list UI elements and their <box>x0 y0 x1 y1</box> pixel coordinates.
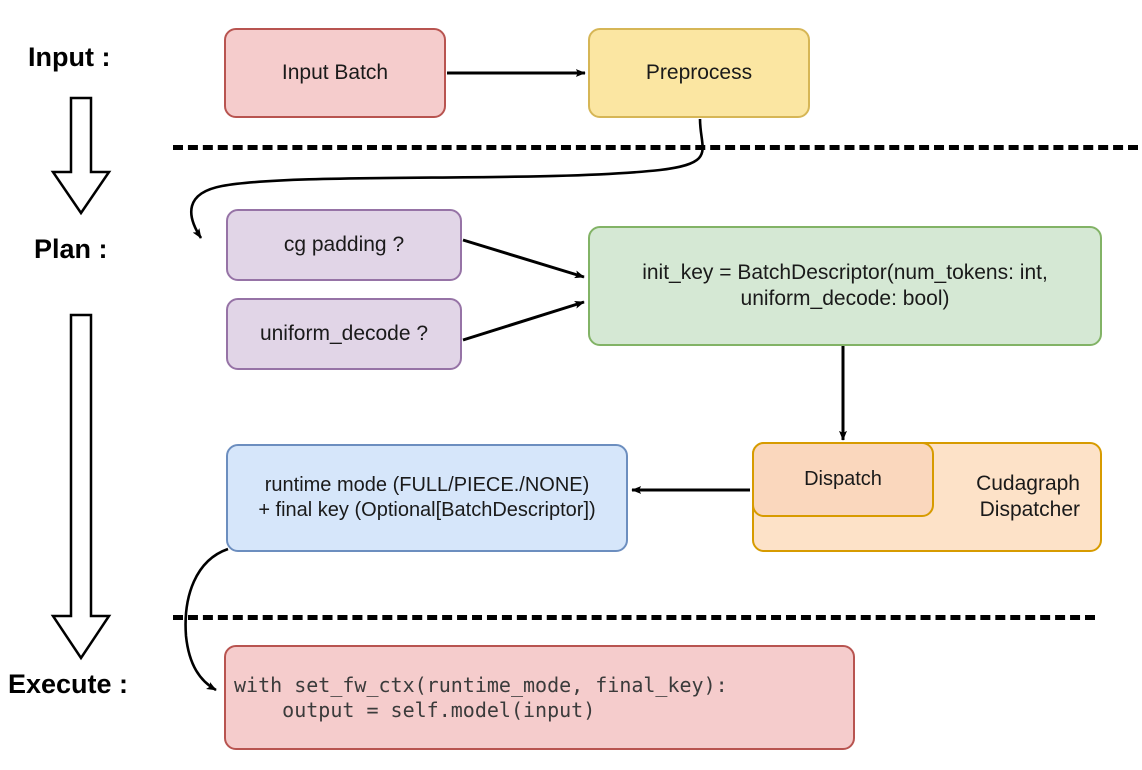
node-runtime-mode-line1: runtime mode (FULL/PIECE./NONE) <box>264 474 590 496</box>
code-line-2: output = self.model(input) <box>234 697 596 722</box>
node-input-batch[interactable]: Input Batch <box>224 28 446 118</box>
node-init-key-line2: uniform_decode: bool) <box>740 287 950 310</box>
node-input-batch-label: Input Batch <box>281 60 389 84</box>
plan-execute-divider <box>173 615 1095 620</box>
node-dispatch[interactable]: Dispatch <box>752 442 934 517</box>
plan-to-execute-stage-arrow <box>50 313 112 661</box>
node-init-key[interactable]: init_key = BatchDescriptor(num_tokens: i… <box>588 226 1102 346</box>
stage-label-execute: Execute : <box>8 669 129 699</box>
node-code-block[interactable]: with set_fw_ctx(runtime_mode, final_key)… <box>224 645 855 750</box>
node-uniform-decode-label: uniform_decode ? <box>259 321 429 345</box>
input-to-plan-stage-arrow <box>50 96 112 216</box>
node-preprocess[interactable]: Preprocess <box>588 28 810 118</box>
node-runtime-mode[interactable]: runtime mode (FULL/PIECE./NONE) + final … <box>226 444 628 552</box>
node-cg-padding-label: cg padding ? <box>283 232 405 256</box>
arrow-uniform-decode-to-init-key <box>462 300 585 342</box>
node-uniform-decode[interactable]: uniform_decode ? <box>226 298 462 370</box>
node-init-key-line1: init_key = BatchDescriptor(num_tokens: i… <box>642 260 1048 284</box>
node-dispatch-label: Dispatch <box>804 468 882 490</box>
node-cudagraph-dispatcher-line2: Dispatcher <box>979 498 1080 521</box>
node-preprocess-label: Preprocess <box>645 60 753 84</box>
stage-label-input: Input : <box>28 42 111 72</box>
node-cudagraph-dispatcher-line1: Cudagraph <box>976 471 1080 495</box>
code-line-1: with set_fw_ctx(runtime_mode, final_key)… <box>234 672 728 697</box>
stage-label-plan: Plan : <box>34 234 108 264</box>
input-plan-divider <box>173 145 1138 150</box>
node-cg-padding[interactable]: cg padding ? <box>226 209 462 281</box>
node-runtime-mode-line2: + final key (Optional[BatchDescriptor]) <box>258 499 596 521</box>
arrow-cg-padding-to-init-key <box>462 238 585 279</box>
